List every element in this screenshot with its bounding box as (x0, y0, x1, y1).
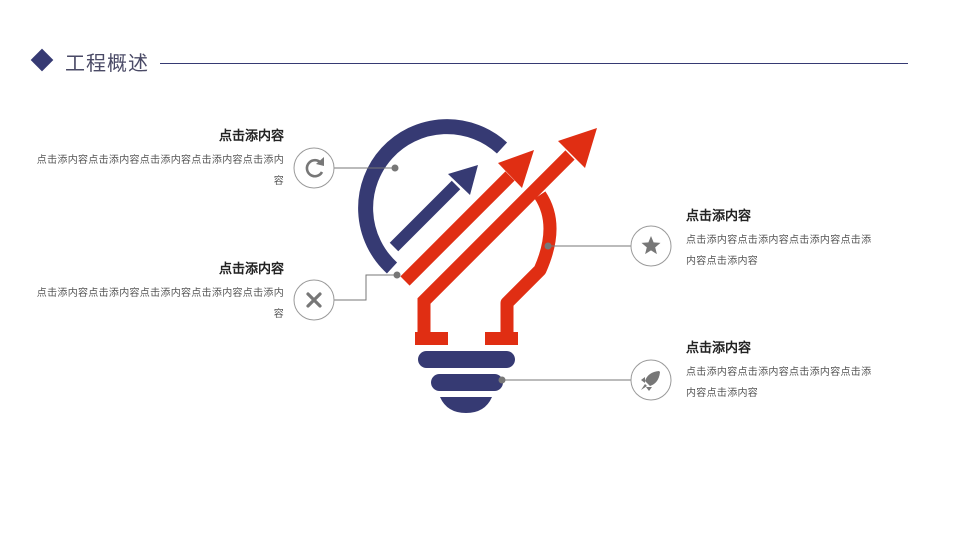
red-arrow-shaft-1 (400, 171, 515, 286)
text-block-top-right: 点击添内容 点击添内容点击添内容点击添内容点击添内容点击添内容 (686, 208, 876, 272)
bulb-right-side (500, 191, 557, 342)
bulb-base-band-2 (431, 374, 503, 391)
close-icon (306, 292, 322, 308)
header-divider (160, 63, 908, 64)
icon-circle-top-right (630, 225, 672, 267)
connector-dot (498, 376, 506, 384)
red-arrow-head-1 (498, 150, 534, 188)
navy-arrow-head (448, 165, 478, 195)
block-heading: 点击添内容 (218, 262, 284, 277)
text-block-mid-left: 点击添内容 点击添内容点击添内容点击添内容点击添内容点击添内容 (34, 261, 284, 325)
block-body: 点击添内容点击添内容点击添内容点击添内容点击添内容 (36, 288, 284, 320)
red-arrow-head-2 (558, 128, 597, 168)
refresh-icon (305, 157, 324, 178)
icon-circle-top-left (293, 147, 335, 189)
bulb-arc-navy (358, 119, 508, 274)
text-block-bottom-right: 点击添内容 点击添内容点击添内容点击添内容点击添内容点击添内容 (686, 340, 876, 404)
slide-header: 工程概述 (0, 0, 960, 100)
block-heading: 点击添内容 (686, 341, 752, 356)
red-arrow-shaft-2 (417, 150, 575, 343)
stem-cap-left (415, 332, 448, 345)
text-block-top-left: 点击添内容 点击添内容点击添内容点击添内容点击添内容点击添内容 (34, 128, 284, 192)
block-body: 点击添内容点击添内容点击添内容点击添内容点击添内容 (686, 367, 872, 399)
connector-dot (393, 271, 401, 279)
block-heading: 点击添内容 (218, 129, 284, 144)
connector-dot (544, 242, 552, 250)
bulb-base-tip (440, 397, 492, 413)
icon-circle-bottom-right (630, 359, 672, 401)
star-icon (641, 236, 661, 255)
connector-lines (334, 167, 632, 381)
block-body: 点击添内容点击添内容点击添内容点击添内容点击添内容 (686, 235, 872, 267)
block-body: 点击添内容点击添内容点击添内容点击添内容点击添内容 (36, 155, 284, 187)
block-heading: 点击添内容 (686, 209, 752, 224)
connector-dot (391, 164, 399, 172)
navy-arrow-shaft (389, 180, 461, 252)
connector-dots (391, 164, 552, 384)
stem-cap-right (485, 332, 518, 345)
bulb-base-band-1 (418, 351, 515, 368)
slide-title: 工程概述 (65, 51, 149, 75)
connector-mid-left (334, 274, 397, 301)
rocket-icon (641, 371, 660, 391)
icon-circle-mid-left (293, 279, 335, 321)
